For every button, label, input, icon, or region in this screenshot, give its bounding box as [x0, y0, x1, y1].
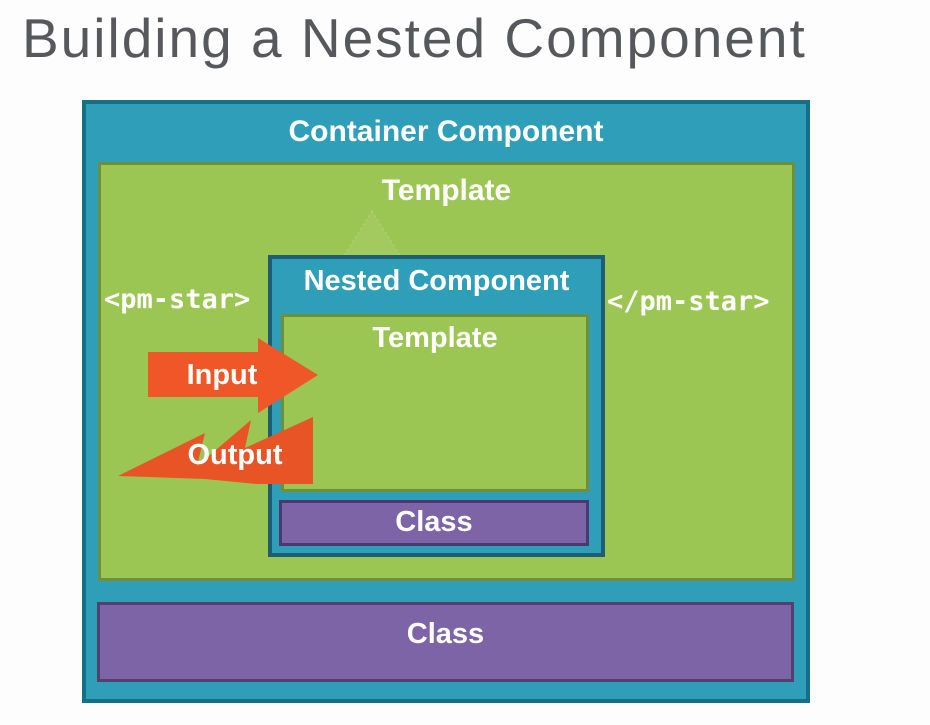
output-bolt-label: Output — [187, 439, 283, 471]
container-template-label: Template — [381, 174, 512, 207]
container-component-box: Container Component Template <pm-star> <… — [82, 100, 810, 703]
watermark-triangle — [342, 210, 402, 258]
input-arrow — [148, 338, 319, 413]
pm-star-open-tag: <pm-star> — [104, 284, 251, 315]
output-bolt-icon — [118, 417, 313, 484]
nested-component-label: Nested Component — [303, 265, 570, 297]
slide-title: Building a Nested Component — [22, 7, 807, 69]
output-bolt — [115, 415, 317, 487]
nested-component-box: Nested Component Template Class — [268, 255, 605, 557]
container-component-label: Container Component — [288, 115, 604, 148]
container-template-box: Template <pm-star> </pm-star> Nested Com… — [98, 162, 795, 581]
input-arrow-icon — [148, 338, 318, 413]
nested-class-box: Class — [279, 500, 589, 546]
container-class-box: Class — [97, 602, 794, 682]
nested-class-label: Class — [395, 506, 473, 539]
nested-template-label: Template — [372, 322, 498, 354]
input-arrow-label: Input — [186, 359, 258, 391]
container-class-label: Class — [406, 618, 485, 651]
nested-template-box: Template — [281, 314, 589, 492]
pm-star-close-tag: </pm-star> — [607, 286, 770, 317]
